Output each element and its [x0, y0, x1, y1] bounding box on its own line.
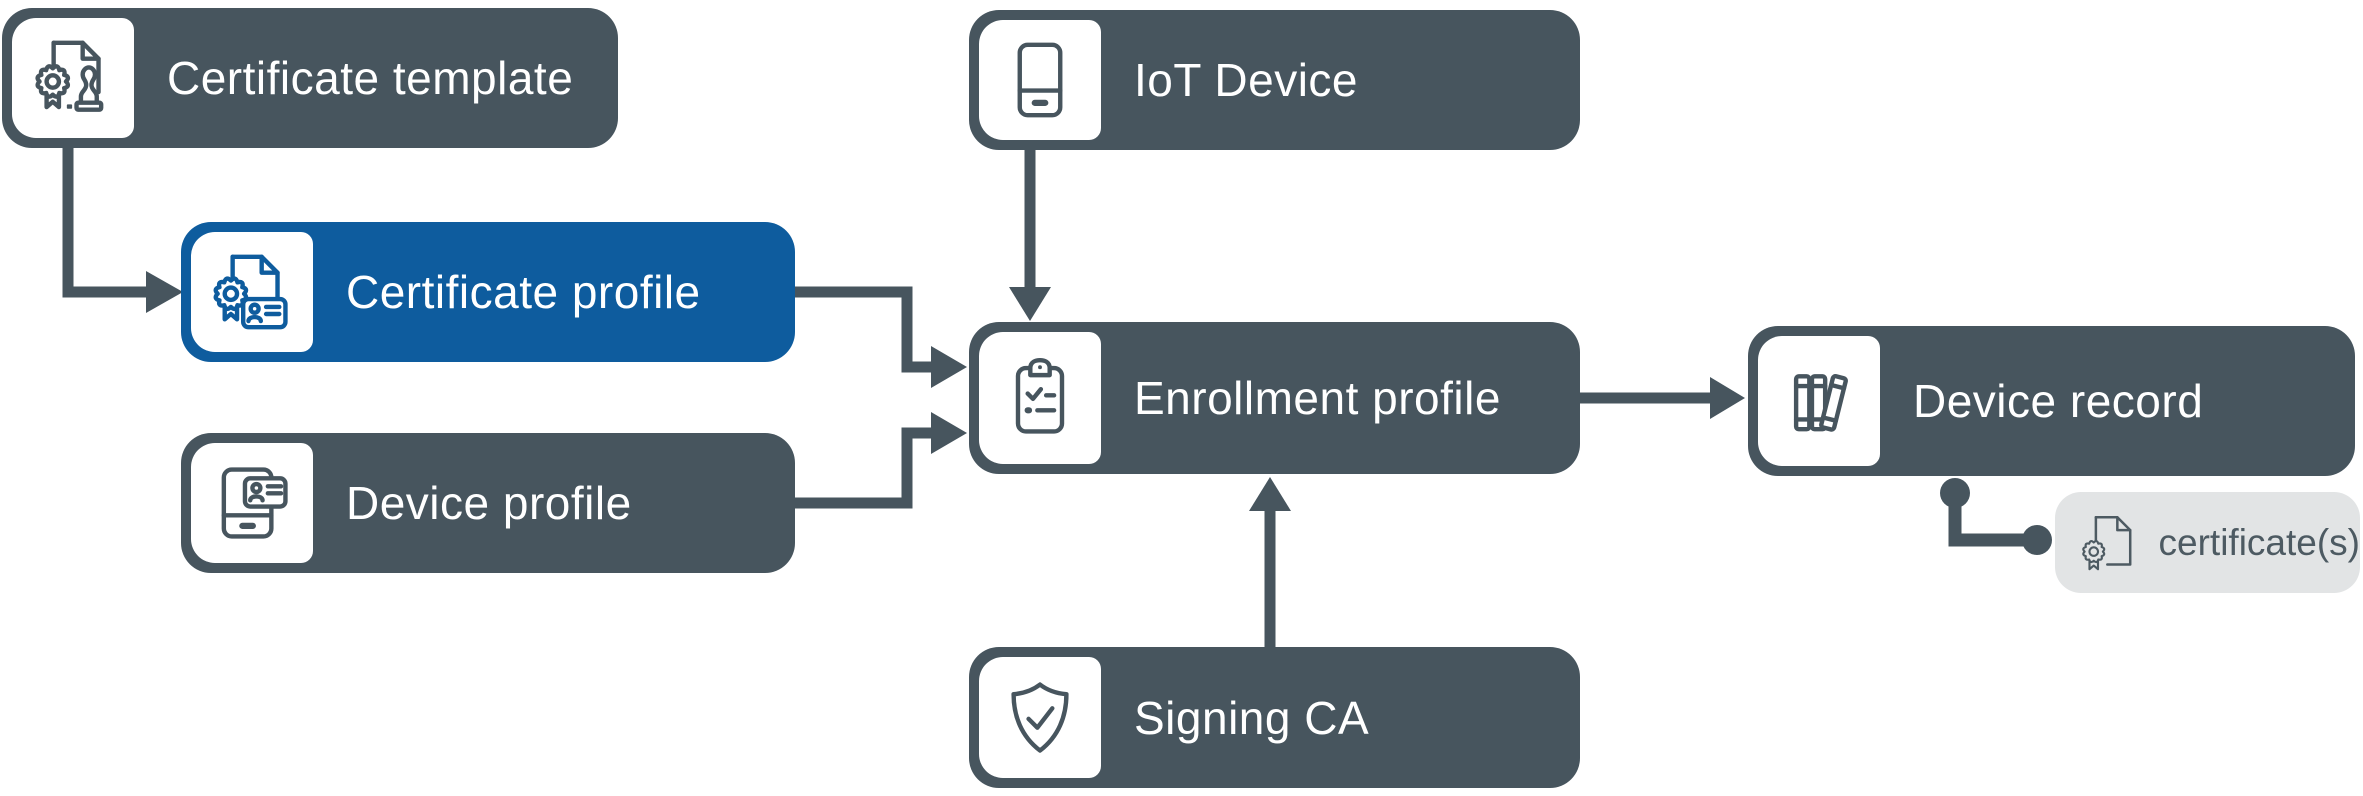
edge-certificate-profile-to-enrollment-profile — [795, 286, 967, 388]
certificate-document-icon — [2082, 515, 2132, 570]
node-certificate-template: Certificate template — [2, 8, 618, 148]
node-label: Enrollment profile — [1134, 372, 1501, 424]
node-label: IoT Device — [1134, 54, 1359, 106]
enrollment-profile-icon-panel — [979, 332, 1101, 464]
edge-device-record-to-certificates — [1940, 478, 2052, 555]
edge-signing-ca-to-enrollment-profile — [1249, 477, 1291, 647]
certificate-profile-icon-panel — [191, 232, 313, 352]
iot-device-icon-panel — [979, 20, 1101, 140]
edge-iot-device-to-enrollment-profile — [1009, 150, 1051, 321]
node-label: Certificate profile — [346, 266, 701, 318]
node-enrollment-profile: Enrollment profile — [969, 322, 1580, 474]
books-icon — [1793, 374, 1848, 432]
tablet-icon — [1017, 42, 1063, 118]
edge-device-profile-to-enrollment-profile — [795, 412, 967, 509]
device-profile-icon-panel — [191, 443, 313, 563]
node-label: Signing CA — [1134, 691, 1370, 744]
edge-certificate-template-to-certificate-profile — [62, 148, 183, 313]
node-label: Device profile — [346, 477, 632, 529]
clipboard-checklist-icon — [1015, 357, 1065, 434]
node-device-record: Device record — [1748, 326, 2355, 476]
certificate-template-icon-panel — [12, 18, 134, 138]
shield-check-icon — [1011, 681, 1069, 753]
certificate-id-card-icon — [213, 254, 288, 330]
certificates-badge-label: certificate(s) — [2158, 521, 2360, 563]
node-label: Certificate template — [167, 52, 574, 104]
certificate-stamp-icon — [35, 40, 104, 112]
node-certificate-profile: Certificate profile — [181, 222, 795, 362]
node-signing-ca: Signing CA — [969, 647, 1580, 788]
device-record-icon-panel — [1758, 336, 1880, 466]
signing-ca-icon-panel — [979, 657, 1101, 778]
device-id-card-icon — [221, 467, 288, 539]
node-device-profile: Device profile — [181, 433, 795, 573]
certificates-badge: certificate(s) — [2055, 492, 2360, 593]
node-iot-device: IoT Device — [969, 10, 1580, 150]
edge-enrollment-profile-to-device-record — [1580, 377, 1745, 419]
node-label: Device record — [1913, 375, 2204, 427]
